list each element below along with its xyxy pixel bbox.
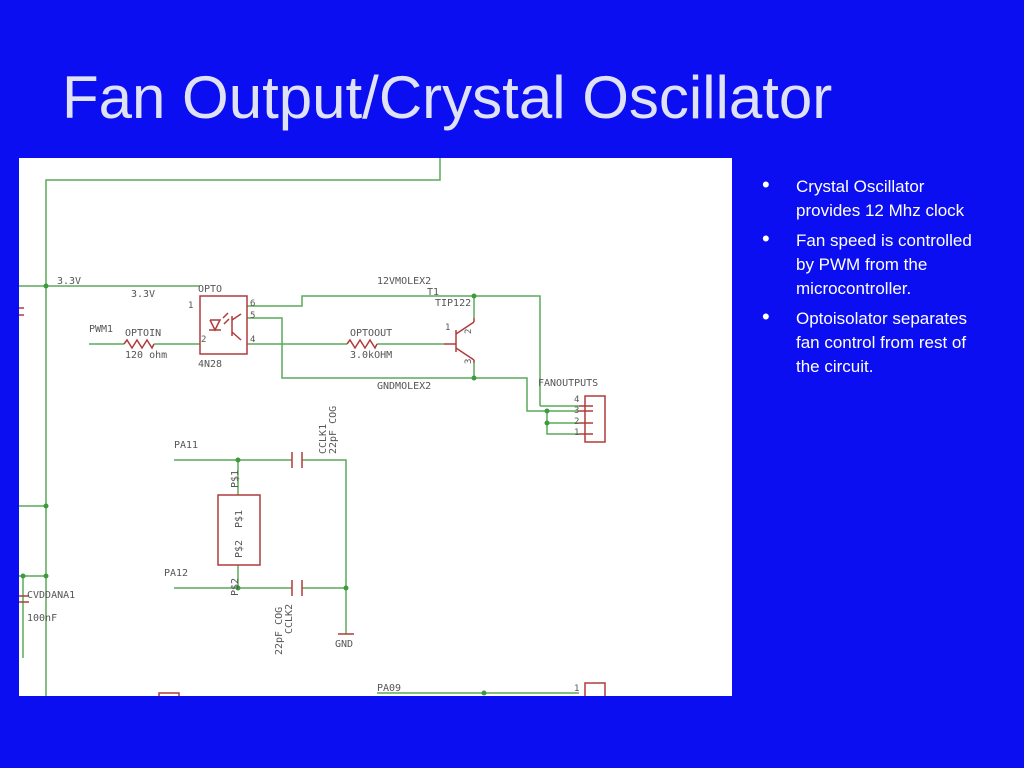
junction-dot	[544, 420, 550, 426]
crystal-body	[217, 494, 261, 566]
bullet-dot-icon: •	[762, 172, 770, 197]
opto-body	[199, 295, 248, 355]
pin-number: 6	[250, 299, 255, 309]
label-opto-name: OPTO	[198, 284, 222, 295]
wire-t1-emitter	[473, 363, 579, 412]
label-cclk2-name: CCLK2	[284, 604, 295, 634]
opto-light-arrow	[222, 312, 229, 319]
label-pa12: PA12	[164, 568, 188, 579]
label-cclk1-name: CCLK1	[318, 424, 329, 454]
junction-dot	[471, 293, 477, 299]
pin-number: 5	[250, 311, 255, 321]
label-crystal-p2-inner: P$2	[234, 540, 245, 558]
junction-dot	[481, 690, 487, 696]
pin-number: 3	[574, 406, 579, 416]
junction-dot	[235, 585, 241, 591]
bullet-dot-icon: •	[762, 226, 770, 251]
t1-collector-lead	[455, 321, 475, 335]
pin-number: 1	[188, 301, 193, 311]
fan-header-body	[584, 395, 606, 443]
label-opto-part: 4N28	[198, 359, 222, 370]
label-optoout-value: 3.0kOHM	[350, 350, 392, 361]
label-t1-part: TIP122	[435, 298, 471, 309]
label-crystal-p1-top: P$1	[230, 470, 241, 488]
pin-number: 2	[201, 335, 206, 345]
label-optoin-value: 120 ohm	[125, 350, 167, 361]
schematic-diagram: 3.3V 3.3V OPTO 4N28 PWM1 OPTOIN 120 ohm …	[19, 158, 732, 696]
wire-opto-pin6	[247, 295, 541, 406]
label-3v3-left: 3.3V	[57, 276, 81, 287]
junction-dot	[544, 408, 550, 414]
optoout-resistor	[346, 338, 378, 350]
pin-number: 3	[464, 359, 474, 364]
pin-number: 2	[464, 329, 474, 334]
wire-opto-pin5	[247, 317, 474, 379]
junction-dot	[471, 375, 477, 381]
label-cclk2-value: 22pF COG	[274, 607, 285, 655]
bullet-text: Optoisolator separates fan control from …	[796, 309, 968, 376]
label-gnd-molex: GNDMOLEX2	[377, 381, 431, 392]
label-pa11: PA11	[174, 440, 198, 451]
pin-number: 1	[574, 684, 579, 694]
parts	[19, 295, 606, 696]
pin-number: 4	[574, 395, 579, 405]
opto-phototransistor-e	[231, 331, 242, 341]
label-cclk1-value: 22pF COG	[328, 406, 339, 454]
label-cvddana-name: CVDDANA1	[27, 590, 75, 601]
junction-dot	[343, 585, 349, 591]
pin-number: 1	[445, 323, 450, 333]
label-3v3-opto: 3.3V	[131, 289, 155, 300]
bottom-part-fragment	[158, 692, 180, 696]
opto-phototransistor-c	[231, 313, 242, 321]
junction-dot	[20, 573, 26, 579]
bullet-item: • Crystal Oscillator provides 12 Mhz cloc…	[760, 172, 975, 223]
bottom-header-body	[584, 682, 606, 696]
t1-emitter-lead	[455, 347, 475, 361]
labels: 3.3V 3.3V OPTO 4N28 PWM1 OPTOIN 120 ohm …	[27, 276, 598, 694]
label-12v-net: 12VMOLEX2	[377, 276, 431, 287]
label-pwm: PWM1	[89, 324, 113, 335]
wire-cclk1-right	[302, 459, 347, 588]
pin-number: 1	[574, 428, 579, 438]
wires	[19, 158, 579, 696]
optoin-resistor	[123, 338, 155, 350]
label-optoin-name: OPTOIN	[125, 328, 161, 339]
label-t1-name: T1	[427, 287, 439, 298]
wire-top-bus	[45, 158, 441, 696]
label-pa09: PA09	[377, 683, 401, 694]
label-crystal-p1-inner: P$1	[234, 510, 245, 528]
label-fan-header: FANOUTPUTS	[538, 378, 598, 389]
pin-number: 4	[250, 335, 255, 345]
label-crystal-p2-bottom: P$2	[230, 578, 241, 596]
junction-dot	[43, 283, 49, 289]
bullet-item: • Fan speed is controlled by PWM from the…	[760, 226, 975, 301]
bullet-item: • Optoisolator separates fan control from…	[760, 304, 975, 379]
label-cvddana-value: 100nF	[27, 613, 57, 624]
opto-light-arrow2	[223, 318, 230, 325]
label-gnd: GND	[335, 639, 353, 650]
junction-dot	[235, 457, 241, 463]
bullet-text: Fan speed is controlled by PWM from the …	[796, 231, 972, 298]
slide-title: Fan Output/Crystal Oscillator	[62, 64, 833, 131]
bullet-text: Crystal Oscillator provides 12 Mhz clock	[796, 177, 965, 220]
junction-dot	[43, 503, 49, 509]
junction-dot	[43, 573, 49, 579]
junctions	[20, 283, 550, 696]
opto-led-icon	[209, 319, 222, 332]
label-optoout-name: OPTOOUT	[350, 328, 392, 339]
bullet-dot-icon: •	[762, 304, 770, 329]
bullet-list: • Crystal Oscillator provides 12 Mhz cloc…	[760, 172, 975, 385]
pin-number: 2	[574, 417, 579, 427]
wire-fan-pins-1	[546, 423, 579, 435]
